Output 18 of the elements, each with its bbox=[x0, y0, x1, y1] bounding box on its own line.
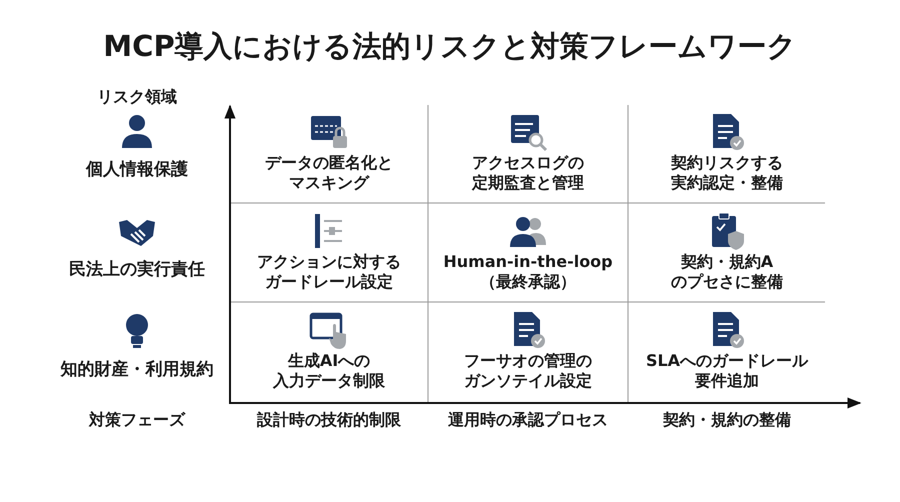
column-label: 運用時の承認プロセス bbox=[448, 410, 608, 430]
row-label: 個人情報保護 bbox=[86, 159, 188, 181]
cell-text: SLAへのガードレール要件追加 bbox=[646, 351, 808, 391]
cell-text: アクセスログの定期監査と管理 bbox=[472, 153, 584, 193]
row-label: 民法上の実行責任 bbox=[69, 259, 205, 281]
cell-text: データの匿名化とマスキング bbox=[265, 153, 393, 193]
column-label: 契約・規約の整備 bbox=[663, 410, 791, 430]
column-label: 設計時の技術的制限 bbox=[257, 410, 401, 430]
title: MCP導入における法的リスクと対策フレームワーク bbox=[103, 28, 797, 64]
axis-title: リスク領域 bbox=[97, 87, 177, 107]
cell-text: アクションに対するガードレール設定 bbox=[257, 252, 401, 292]
row-label: 知的財産・利用規約 bbox=[60, 359, 214, 381]
cell-text: Human-in-the-loop（最終承認） bbox=[443, 252, 613, 292]
cell-text: 契約・規約Aのプセさに整備 bbox=[671, 252, 783, 292]
cell-text: 生成AIへの入力データ制限 bbox=[273, 351, 385, 391]
cell-text: 契約リスクする実約認定・整備 bbox=[671, 153, 783, 193]
cell-text: フーサオの管理のガンソテイル設定 bbox=[464, 351, 592, 391]
axis-title: 対策フェーズ bbox=[89, 410, 185, 430]
